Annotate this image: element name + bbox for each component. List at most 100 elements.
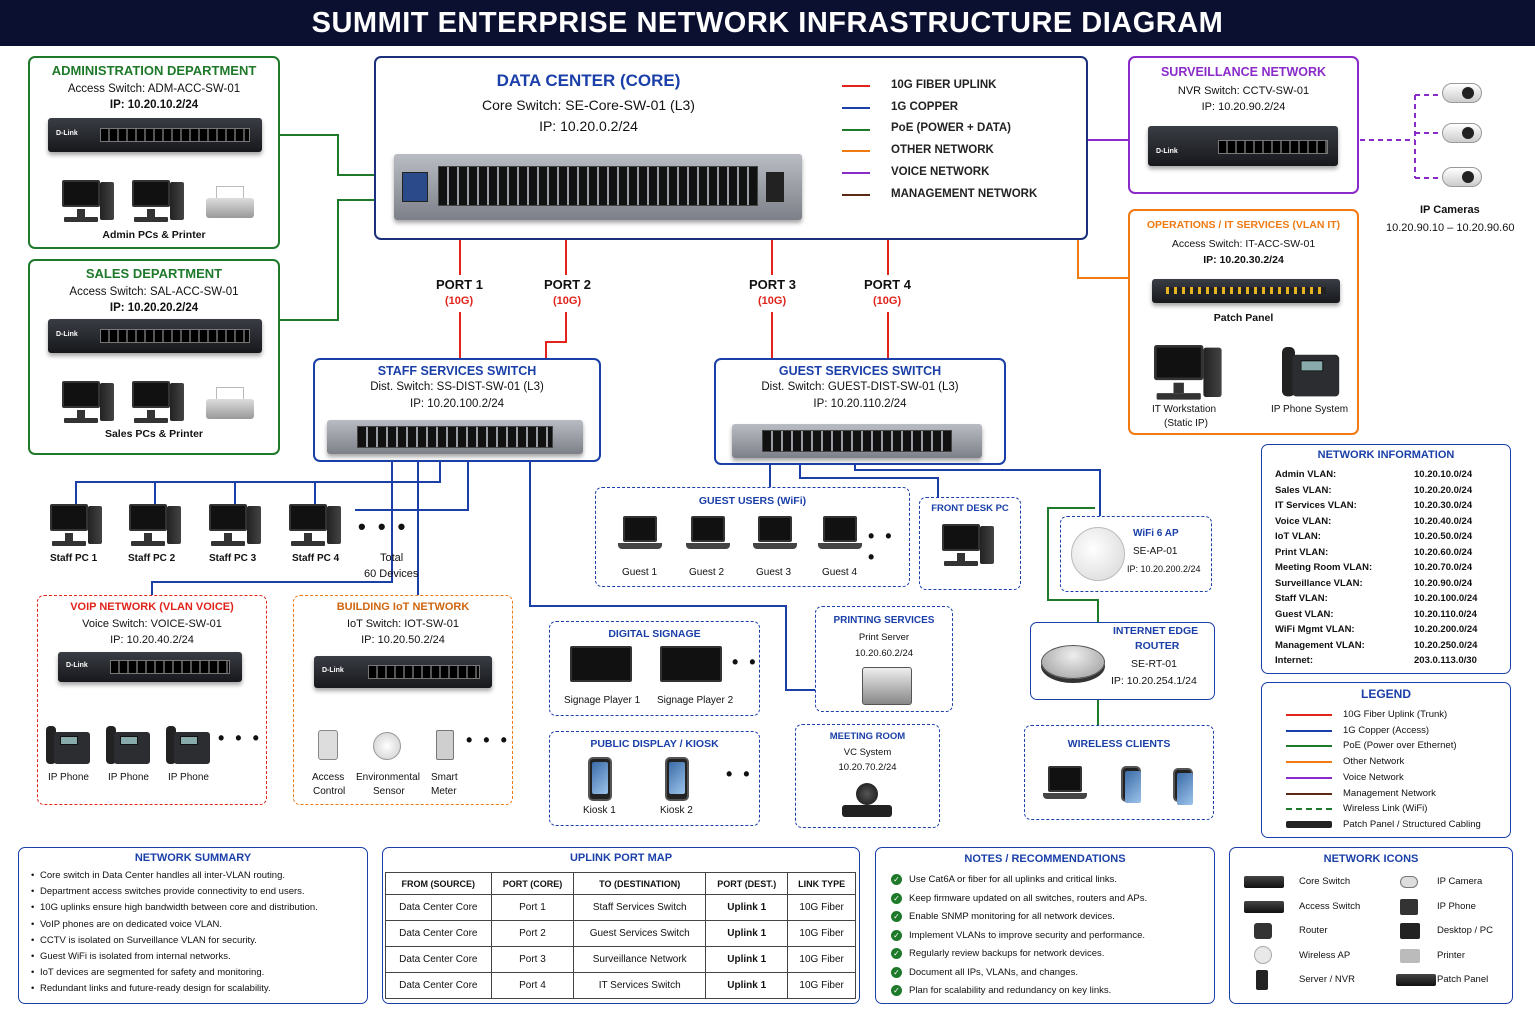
uplink-cell: Data Center Core	[385, 972, 492, 999]
core-legend-item: OTHER NETWORK	[891, 144, 994, 156]
summary-item: Core switch in Data Center handles all i…	[40, 870, 286, 881]
netinfo-key: WiFi Mgmt VLAN:	[1275, 624, 1355, 635]
netinfo-key: Sales VLAN:	[1275, 484, 1332, 496]
summary-title: NETWORK SUMMARY	[134, 852, 252, 864]
uplink-header-row: FROM (SOURCE)PORT (CORE)TO (DESTINATION)…	[385, 872, 856, 895]
digital-signage-box[interactable]: DIGITAL SIGNAGE • • Signage Player 1 Sig…	[549, 621, 760, 716]
netinfo-key: Admin VLAN:	[1275, 469, 1337, 480]
legend-swatch	[1286, 761, 1332, 764]
legend-item: Patch Panel / Structured Cabling	[1343, 818, 1481, 830]
front-desk-pc-icon	[942, 524, 994, 572]
uplink-cell: Staff Services Switch	[573, 894, 707, 921]
router-ip: IP: 10.20.254.1/24	[1111, 675, 1197, 687]
uplink-cell: Uplink 1	[705, 920, 789, 947]
link-core-admin	[280, 134, 374, 176]
summary-bullet: •	[31, 886, 35, 898]
staff-total-label: Total	[380, 552, 404, 564]
uplink-port-map-box[interactable]: UPLINK PORT MAP FROM (SOURCE)PORT (CORE)…	[382, 847, 860, 1004]
dlink-logo: D-Link	[56, 331, 78, 338]
router-icon	[1254, 923, 1272, 939]
link-core-sales	[280, 199, 374, 321]
admin-title: ADMINISTRATION DEPARTMENT	[51, 63, 257, 78]
server-nvr-icon	[1256, 970, 1268, 990]
public-kiosk-box[interactable]: PUBLIC DISPLAY / KIOSK • • Kiosk 1 Kiosk…	[549, 731, 760, 826]
voip-network-box[interactable]: VOIP NETWORK (VLAN VOICE) Voice Switch: …	[37, 595, 267, 805]
check-icon: ✓	[891, 874, 902, 885]
note-item: Regularly review backups for network dev…	[909, 948, 1105, 959]
ip-phone-label: IP Phone	[48, 772, 89, 783]
building-iot-box[interactable]: BUILDING IoT NETWORK IoT Switch: IOT-SW-…	[293, 595, 513, 805]
netinfo-key: Surveillance VLAN:	[1275, 577, 1363, 589]
sales-switch-name: Access Switch: SAL-ACC-SW-01	[69, 286, 239, 298]
staff-services-switch-box[interactable]: STAFF SERVICES SWITCH Dist. Switch: SS-D…	[313, 358, 601, 462]
guest-users-box[interactable]: GUEST USERS (WiFi) • • • Guest 1 Guest 2…	[595, 487, 910, 587]
staff-pc-icon	[129, 504, 181, 552]
wireless-clients-box[interactable]: WIRELESS CLIENTS	[1024, 725, 1214, 820]
admin-department-box[interactable]: ADMINISTRATION DEPARTMENT Access Switch:…	[28, 56, 280, 249]
legend-item: Voice Network	[1343, 771, 1404, 783]
guest-services-switch-box[interactable]: GUEST SERVICES SWITCH Dist. Switch: GUES…	[714, 358, 1006, 465]
network-information-box[interactable]: NETWORK INFORMATION Admin VLAN:10.20.10.…	[1261, 444, 1511, 674]
guest-users-title: GUEST USERS (WiFi)	[698, 495, 807, 507]
ap-title: WiFi 6 AP	[1133, 528, 1179, 539]
summary-item: IoT devices are segmented for safety and…	[40, 967, 265, 979]
it-workstation-icon	[1154, 345, 1222, 407]
netinfo-key: Guest VLAN:	[1275, 608, 1334, 620]
legend-swatch	[1286, 714, 1332, 716]
router-icon	[1041, 645, 1105, 679]
link-core-operations	[1077, 240, 1128, 279]
sales-title: SALES DEPARTMENT	[85, 266, 223, 281]
sales-pc-icon	[62, 381, 114, 429]
internet-edge-router-box[interactable]: INTERNET EDGE ROUTER SE-RT-01 IP: 10.20.…	[1030, 622, 1215, 700]
sales-department-box[interactable]: SALES DEPARTMENT Access Switch: SAL-ACC-…	[28, 259, 280, 455]
core-legend-item: 1G COPPER	[891, 101, 959, 113]
surveillance-network-box[interactable]: SURVEILLANCE NETWORK NVR Switch: CCTV-SW…	[1128, 56, 1359, 194]
router-title: INTERNET EDGE	[1113, 625, 1199, 637]
voip-switch-ip: IP: 10.20.40.2/24	[110, 634, 194, 646]
printing-services-box[interactable]: PRINTING SERVICES Print Server 10.20.60.…	[815, 606, 953, 712]
core-switch-ip: IP: 10.20.0.2/24	[539, 118, 638, 134]
note-item: Document all IPs, VLANs, and changes.	[909, 966, 1078, 978]
more-ellipsis: • • •	[466, 730, 510, 750]
icon-legend-label: Patch Panel	[1437, 974, 1489, 985]
guest-laptop-icon	[818, 516, 862, 554]
iot-title: BUILDING IoT NETWORK	[336, 601, 470, 613]
icon-legend-label: Server / NVR	[1299, 974, 1355, 985]
notes-box[interactable]: NOTES / RECOMMENDATIONS ✓Use Cat6A or fi…	[875, 847, 1215, 1004]
staff-pc-icon	[289, 504, 341, 552]
operations-switch-ip: IP: 10.20.30.2/24	[1203, 254, 1284, 266]
meeting-room-box[interactable]: MEETING ROOM VC System 10.20.70.2/24	[795, 724, 940, 828]
summary-item: Redundant links and future-ready design …	[40, 983, 271, 995]
legend-box[interactable]: LEGEND 10G Fiber Uplink (Trunk)1G Copper…	[1261, 682, 1511, 838]
summary-bullet: •	[31, 967, 35, 979]
ip-camera-icon	[1438, 120, 1482, 146]
admin-switch-name: Access Switch: ADM-ACC-SW-01	[67, 83, 241, 95]
print-server-ip: 10.20.60.2/24	[854, 648, 914, 659]
front-desk-box[interactable]: FRONT DESK PC	[919, 497, 1021, 590]
summary-bullet: •	[31, 918, 35, 930]
core-legend-item: PoE (POWER + DATA)	[891, 122, 1012, 134]
guest-label: Guest 1	[622, 567, 658, 578]
data-center-core-box[interactable]: DATA CENTER (CORE) Core Switch: SE-Core-…	[374, 56, 1088, 240]
wifi-ap-box[interactable]: WiFi 6 AP SE-AP-01 IP: 10.20.200.2/24	[1060, 516, 1212, 592]
legend-swatch	[1286, 820, 1332, 828]
patch-panel-icon	[1396, 974, 1436, 986]
iot-device-label: Sensor	[373, 786, 405, 797]
printing-title: PRINTING SERVICES	[833, 615, 935, 626]
staff-pc-label: Staff PC 3	[209, 553, 257, 564]
smart-meter-icon	[436, 730, 454, 760]
core-title: DATA CENTER (CORE)	[496, 71, 681, 90]
guest-switch-title: GUEST SERVICES SWITCH	[778, 364, 942, 378]
icon-legend-label: IP Camera	[1437, 876, 1483, 887]
note-item: Plan for scalability and redundancy on k…	[909, 985, 1112, 996]
legend-item: Management Network	[1343, 787, 1436, 799]
ip-phone-icon	[46, 726, 90, 766]
legend-swatch	[1286, 792, 1332, 795]
link-staff-voip	[151, 462, 393, 595]
ip-phone-icon	[166, 726, 210, 766]
network-summary-box[interactable]: NETWORK SUMMARY • Core switch in Data Cen…	[18, 847, 368, 1004]
more-ellipsis: • •	[732, 652, 759, 672]
operations-it-box[interactable]: OPERATIONS / IT SERVICES (VLAN IT) Acces…	[1128, 209, 1359, 435]
